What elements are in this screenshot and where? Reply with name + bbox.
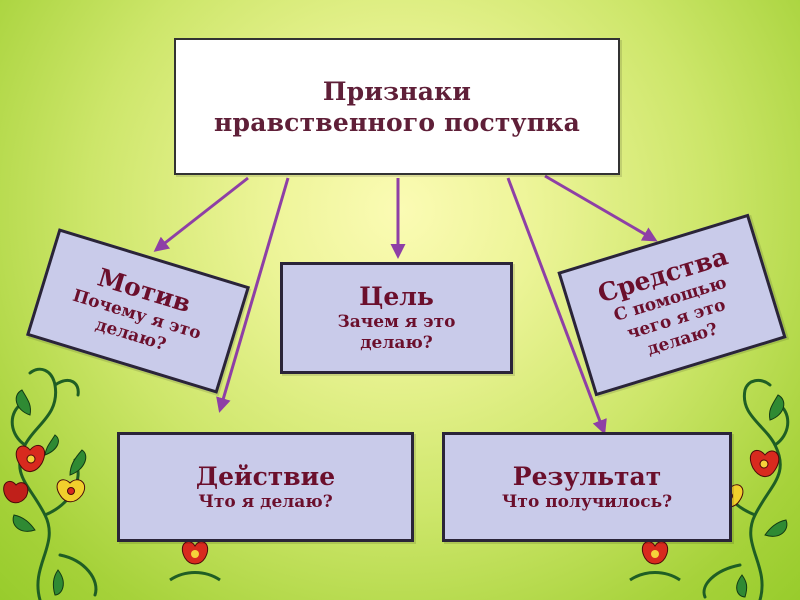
arrow-to-action [216, 177, 290, 413]
goal-box: Цель Зачем я это делаю? [280, 262, 513, 374]
result-box: Результат Что получилось? [442, 432, 732, 542]
action-heading: Действие [195, 461, 336, 491]
arrow-to-motive [153, 176, 249, 252]
action-box: Действие Что я делаю? [117, 432, 414, 542]
result-heading: Результат [512, 461, 662, 491]
action-question: Что я делаю? [198, 491, 333, 512]
arrow-to-means [544, 174, 658, 242]
title-line-1: Признаки [322, 76, 472, 106]
goal-heading: Цель [359, 282, 434, 311]
goal-question-line-2: делаю? [360, 333, 433, 353]
arrow-to-result [506, 177, 607, 435]
flower-bottom-right-icon [629, 541, 681, 582]
result-question: Что получилось? [501, 491, 673, 512]
floral-ornament-left [3, 367, 98, 600]
title-box: Признаки нравственного поступка [174, 38, 620, 175]
goal-question-line-1: Зачем я это [337, 312, 456, 332]
flower-bottom-left-icon [169, 541, 221, 582]
title-line-2: нравственного поступка [214, 107, 580, 137]
